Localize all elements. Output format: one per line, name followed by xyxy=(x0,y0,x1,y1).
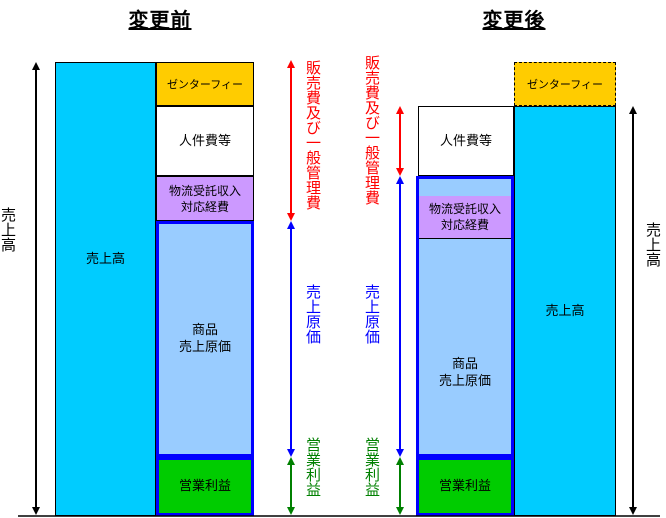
title-after: 変更後 xyxy=(482,8,546,32)
after-axis-label: 売上高 xyxy=(644,222,662,267)
after-personnel-box: 人件費等 xyxy=(418,106,514,176)
cogs-label-after: 売上原価 xyxy=(363,284,381,344)
sga-label-after: 販売費及び一般管理費 xyxy=(363,55,381,205)
before-logistics-box: 物流受託収入 対応経費 xyxy=(156,176,254,221)
sga-label-before: 販売費及び一般管理費 xyxy=(304,60,322,210)
before-sales-bar: 売上高 xyxy=(55,62,156,516)
after-logistics-box: 物流受託収入 対応経費 xyxy=(419,196,511,239)
before-profit-box: 営業利益 xyxy=(156,457,254,516)
before-axis-label: 売上高 xyxy=(0,207,17,252)
title-before: 変更前 xyxy=(128,8,192,32)
after-cogs-box: 商品 売上原価 xyxy=(438,356,491,389)
after-sales-bar: 売上高 xyxy=(514,106,616,516)
before-sales-label: 売上高 xyxy=(85,251,125,267)
before-cogs-box: 商品 売上原価 xyxy=(156,221,254,457)
after-profit-box: 営業利益 xyxy=(416,457,514,516)
before-personnel-box: 人件費等 xyxy=(156,106,254,176)
after-logistics-cogs-group: 物流受託収入 対応経費 商品 売上原価 xyxy=(416,176,514,457)
before-center-fee-box: ゼンターフィー xyxy=(156,62,254,106)
profit-label-after: 営業利益 xyxy=(363,437,381,497)
after-center-fee-box: ゼンターフィー xyxy=(514,62,616,106)
cogs-label-before: 売上原価 xyxy=(304,284,322,344)
profit-label-before: 営業利益 xyxy=(304,437,322,497)
